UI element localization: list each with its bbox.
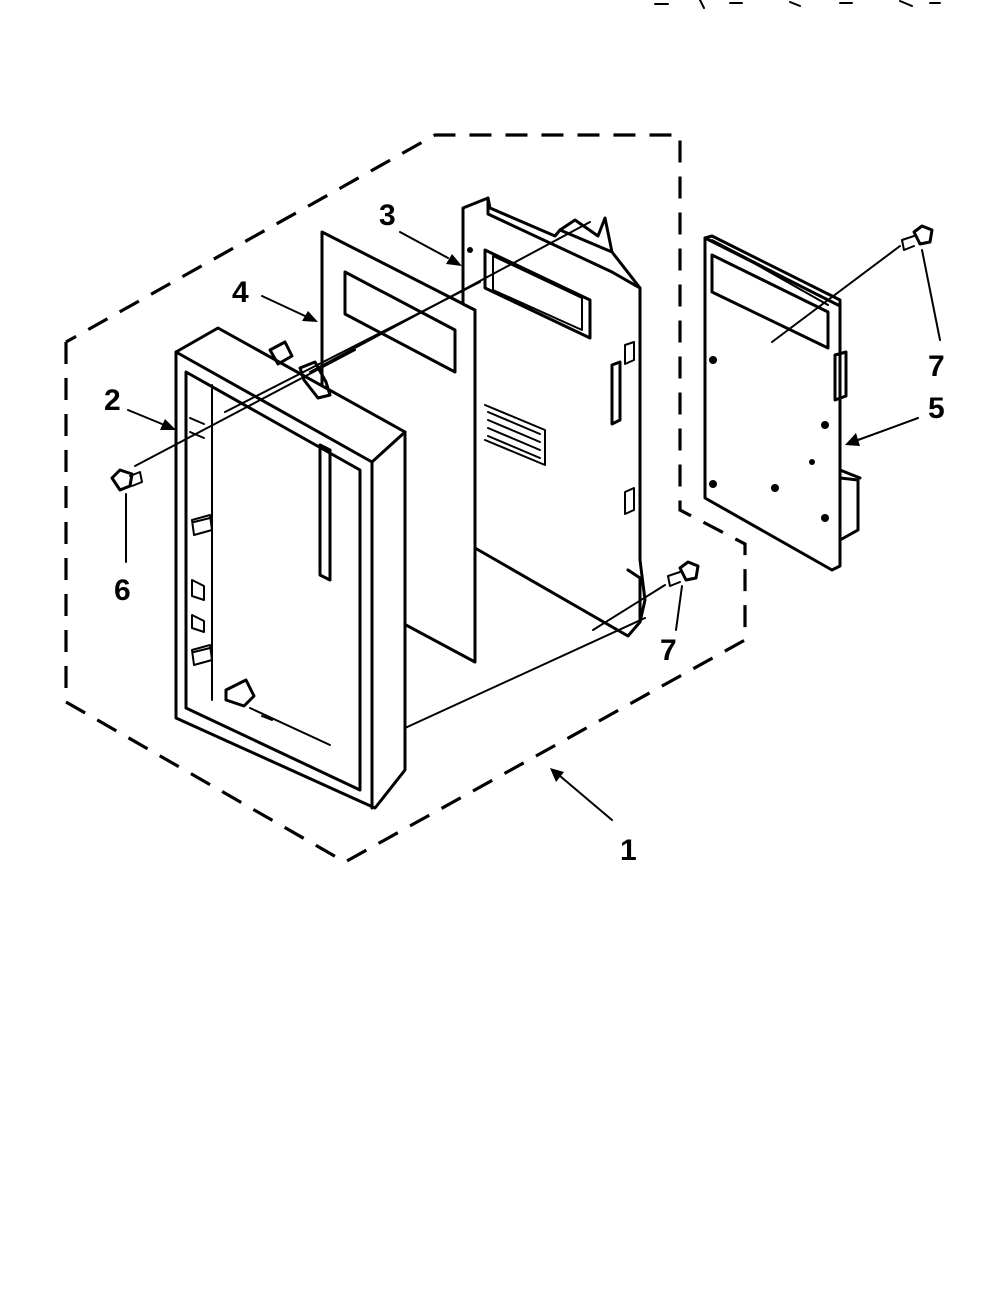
screw-part-7-upper <box>901 224 941 341</box>
screw-part-7-lower <box>667 560 700 631</box>
assembly-boundary <box>64 133 747 864</box>
top-edge-fragment <box>654 0 941 9</box>
part-2-control-panel-frame <box>174 326 407 810</box>
callout-1: 1 <box>620 834 637 867</box>
callout-4: 4 <box>232 276 249 309</box>
callout-5: 5 <box>928 392 945 425</box>
callout-7-lower: 7 <box>660 634 677 667</box>
part-3-control-bracket <box>461 196 647 638</box>
callout-2: 2 <box>104 384 121 417</box>
callout-7-upper: 7 <box>928 350 945 383</box>
callout-3: 3 <box>379 199 396 232</box>
part-5-control-board <box>703 234 862 572</box>
leader-lines <box>127 231 919 821</box>
alignment-lines <box>134 221 901 729</box>
callout-6: 6 <box>114 574 131 607</box>
screw-part-6 <box>110 468 143 563</box>
